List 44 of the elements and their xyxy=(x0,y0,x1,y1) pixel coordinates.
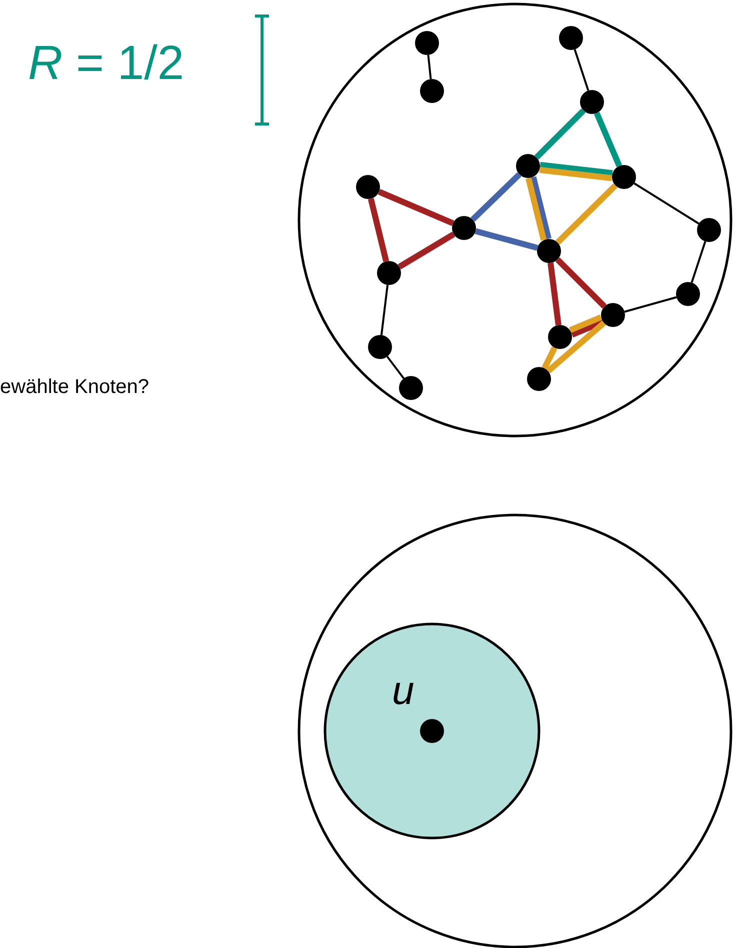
graph-edge xyxy=(539,166,612,182)
graph-edge xyxy=(548,262,562,326)
vertex-dot xyxy=(548,325,572,349)
vertex-dot xyxy=(697,218,721,242)
radius-formula: R = 1/2 xyxy=(28,38,184,91)
vertex-dot xyxy=(527,367,551,391)
graph-edge xyxy=(534,108,586,160)
graph-edge xyxy=(540,162,613,176)
graph-edge xyxy=(470,172,522,222)
graph-edge xyxy=(386,356,405,380)
graph-edge xyxy=(624,296,677,313)
graph-edge xyxy=(542,346,558,370)
vertex-dot xyxy=(377,261,401,285)
vertex-dot xyxy=(516,154,540,178)
graph-edge xyxy=(526,178,547,241)
question-text: ewählte Knoten? xyxy=(0,376,150,398)
graph-edge xyxy=(530,176,552,240)
graph-edge xyxy=(546,320,606,374)
vertex-dot xyxy=(399,376,423,400)
vertex-dot xyxy=(368,335,392,359)
graph-edge xyxy=(378,188,454,226)
vertex-dot xyxy=(420,79,444,103)
graph-edge xyxy=(574,49,590,91)
vertex-dot xyxy=(537,239,561,263)
vertex-dot xyxy=(601,303,625,327)
graph-edge xyxy=(555,257,607,309)
vertex-dot xyxy=(415,31,439,55)
graph-edge xyxy=(427,54,432,80)
graph-edge xyxy=(690,241,706,283)
graph-edge xyxy=(380,284,389,336)
vertex-dot xyxy=(612,165,636,189)
vertex-dot xyxy=(452,216,476,240)
vertex-dot xyxy=(580,90,604,114)
graph-edge xyxy=(570,319,604,338)
graph-edge xyxy=(634,182,700,224)
graph-edge xyxy=(398,232,456,270)
graph-edge xyxy=(474,228,538,251)
graph-edge xyxy=(555,183,618,245)
vertex-label: u xyxy=(392,669,414,713)
vertex-dot xyxy=(559,26,583,50)
vertex-dot xyxy=(676,282,700,306)
graph-edge xyxy=(594,112,622,168)
graph-edge xyxy=(568,314,602,333)
vertex-dot xyxy=(356,175,380,199)
